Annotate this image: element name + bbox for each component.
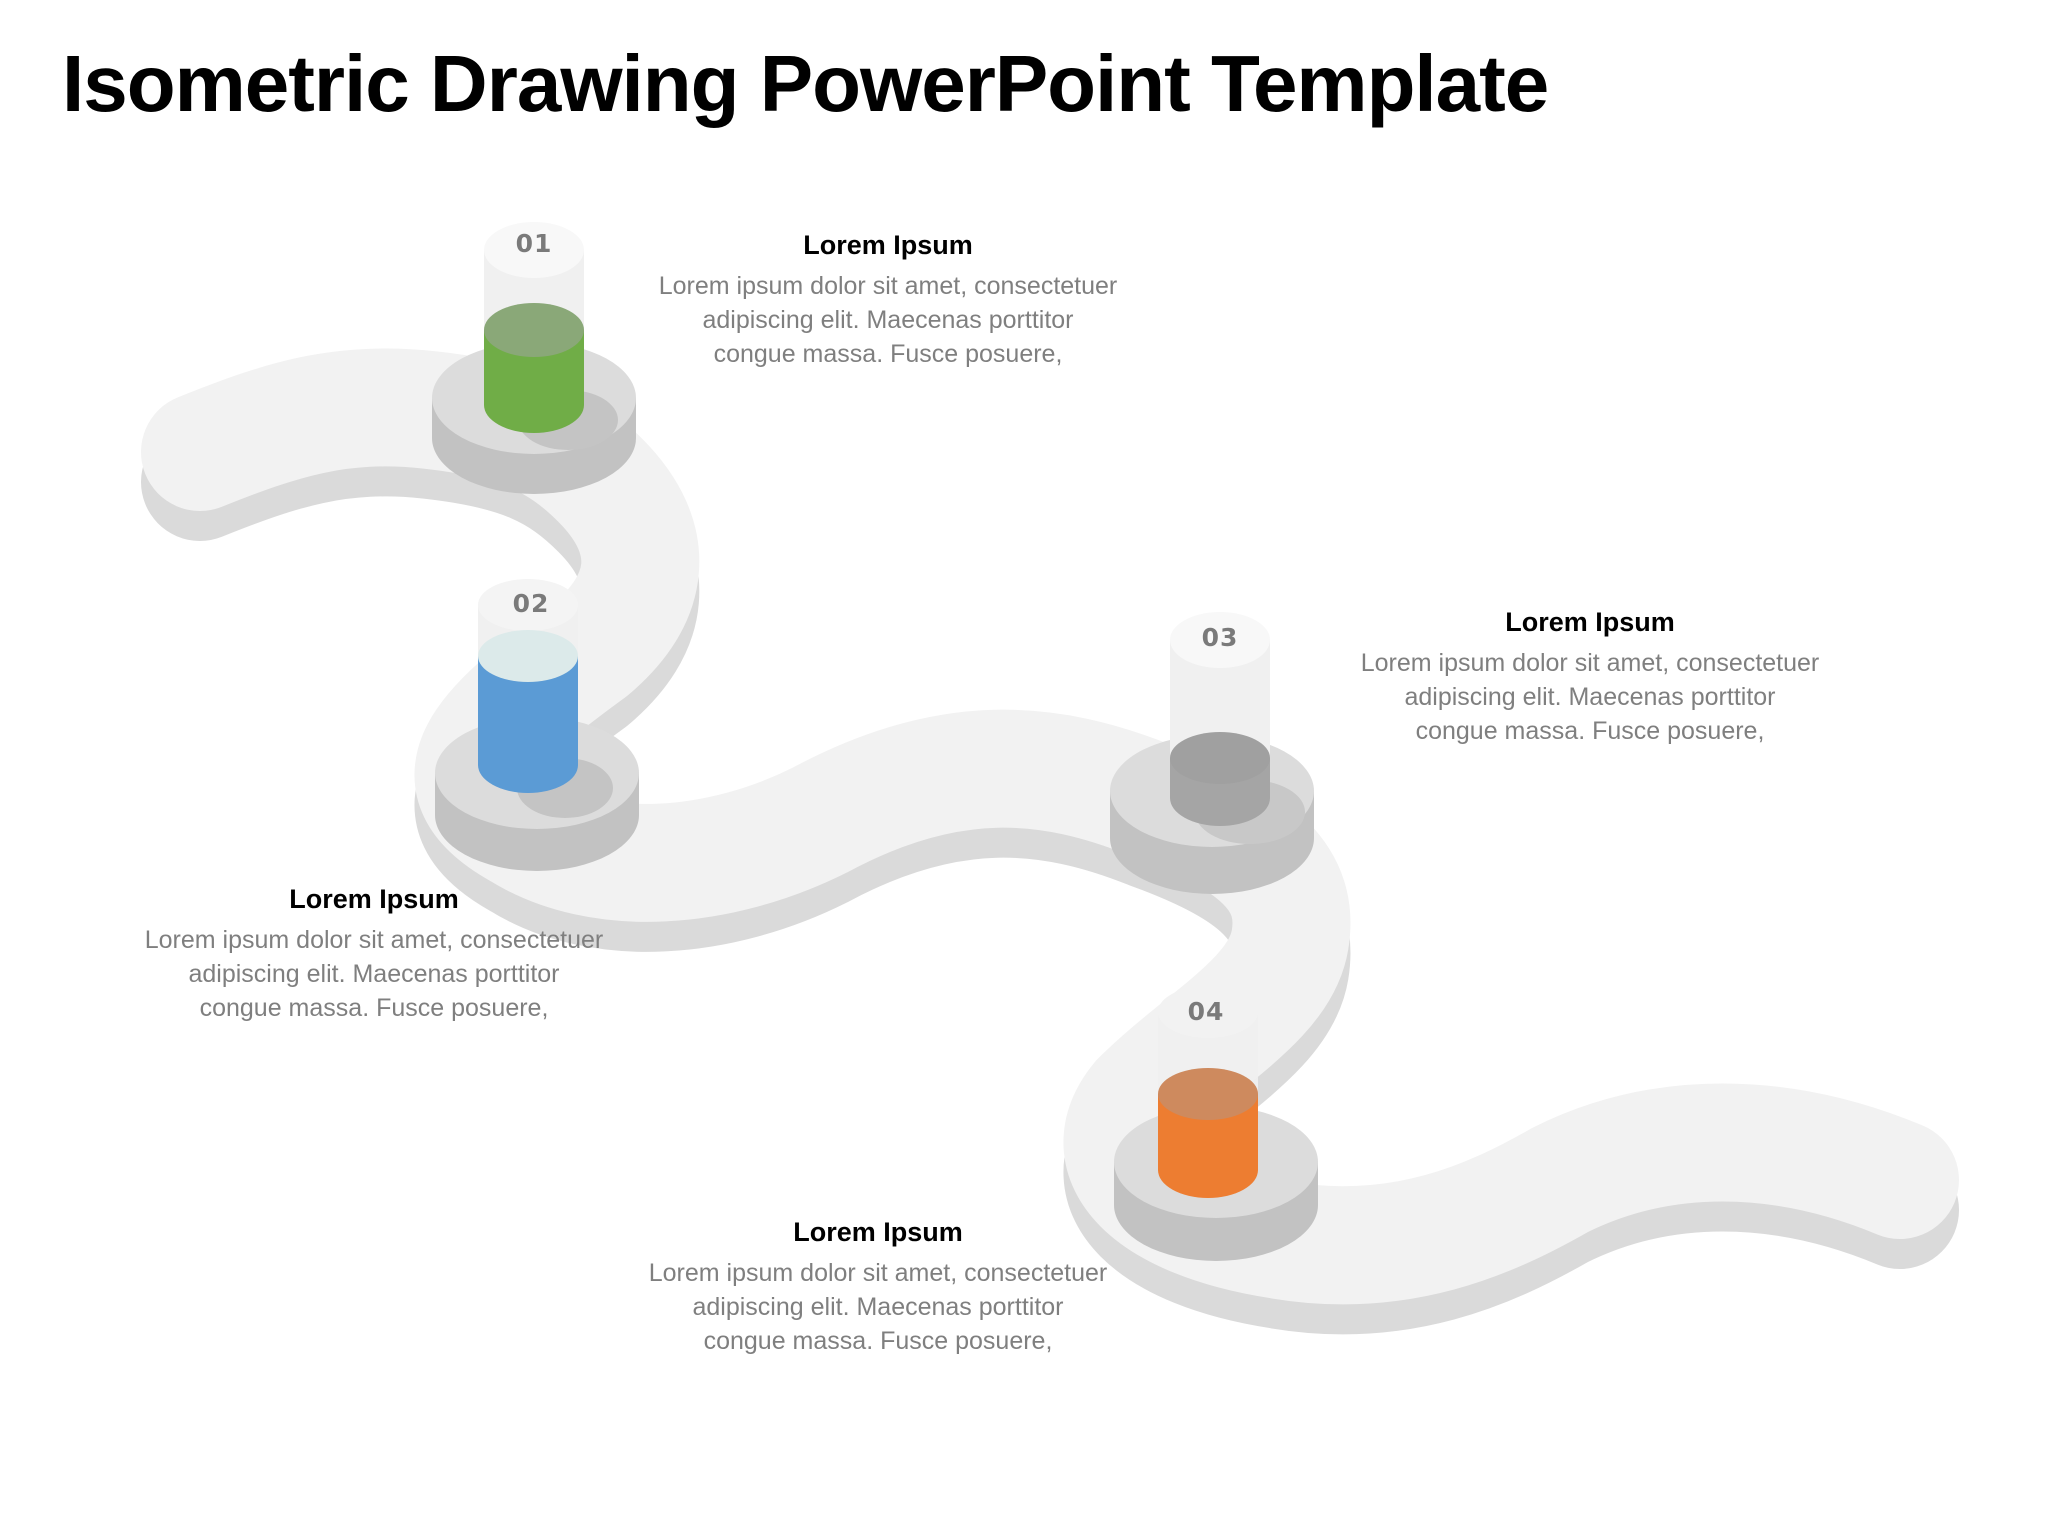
cylinder-cap	[478, 630, 578, 682]
green-cylinder-icon	[484, 330, 584, 433]
step-description: Lorem ipsum dolor sit amet, consectetuer…	[648, 1259, 1108, 1355]
step-number: 03	[1202, 623, 1239, 652]
orange-cylinder-icon	[1158, 1094, 1258, 1198]
step-description: Lorem ipsum dolor sit amet, consectetuer…	[658, 272, 1118, 368]
ghost-pillar-cap	[484, 222, 584, 278]
step-heading: Lorem Ipsum	[803, 230, 973, 260]
step-04-text: Lorem Ipsum Lorem ipsum dolor sit amet, …	[618, 1217, 1138, 1358]
step-03-text: Lorem Ipsum Lorem ipsum dolor sit amet, …	[1330, 607, 1850, 748]
cylinder-cap	[1158, 1068, 1258, 1120]
step-02-marker: 02	[435, 579, 639, 871]
step-number: 01	[516, 229, 553, 258]
step-04-marker: 04	[1114, 986, 1318, 1261]
ghost-pillar-cap	[1158, 986, 1258, 1038]
step-01-text: Lorem Ipsum Lorem ipsum dolor sit amet, …	[628, 230, 1148, 371]
step-number: 02	[513, 589, 550, 618]
blue-cylinder-icon	[478, 656, 578, 793]
step-01-marker: 01	[432, 222, 636, 494]
step-heading: Lorem Ipsum	[289, 884, 459, 914]
cylinder-cap	[484, 303, 584, 357]
road-top	[141, 348, 1959, 1305]
ghost-pillar-cap	[1170, 612, 1270, 668]
step-heading: Lorem Ipsum	[793, 1217, 963, 1247]
step-description: Lorem ipsum dolor sit amet, consectetuer…	[144, 926, 604, 1022]
slide-title: Isometric Drawing PowerPoint Template	[62, 39, 1549, 128]
step-02-text: Lorem Ipsum Lorem ipsum dolor sit amet, …	[114, 884, 634, 1025]
step-description: Lorem ipsum dolor sit amet, consectetuer…	[1360, 649, 1820, 745]
step-number: 04	[1188, 997, 1225, 1026]
step-03-marker: 03	[1110, 612, 1314, 894]
step-heading: Lorem Ipsum	[1505, 607, 1675, 637]
cylinder-cap	[1170, 732, 1270, 784]
ghost-pillar-cap	[478, 579, 578, 631]
